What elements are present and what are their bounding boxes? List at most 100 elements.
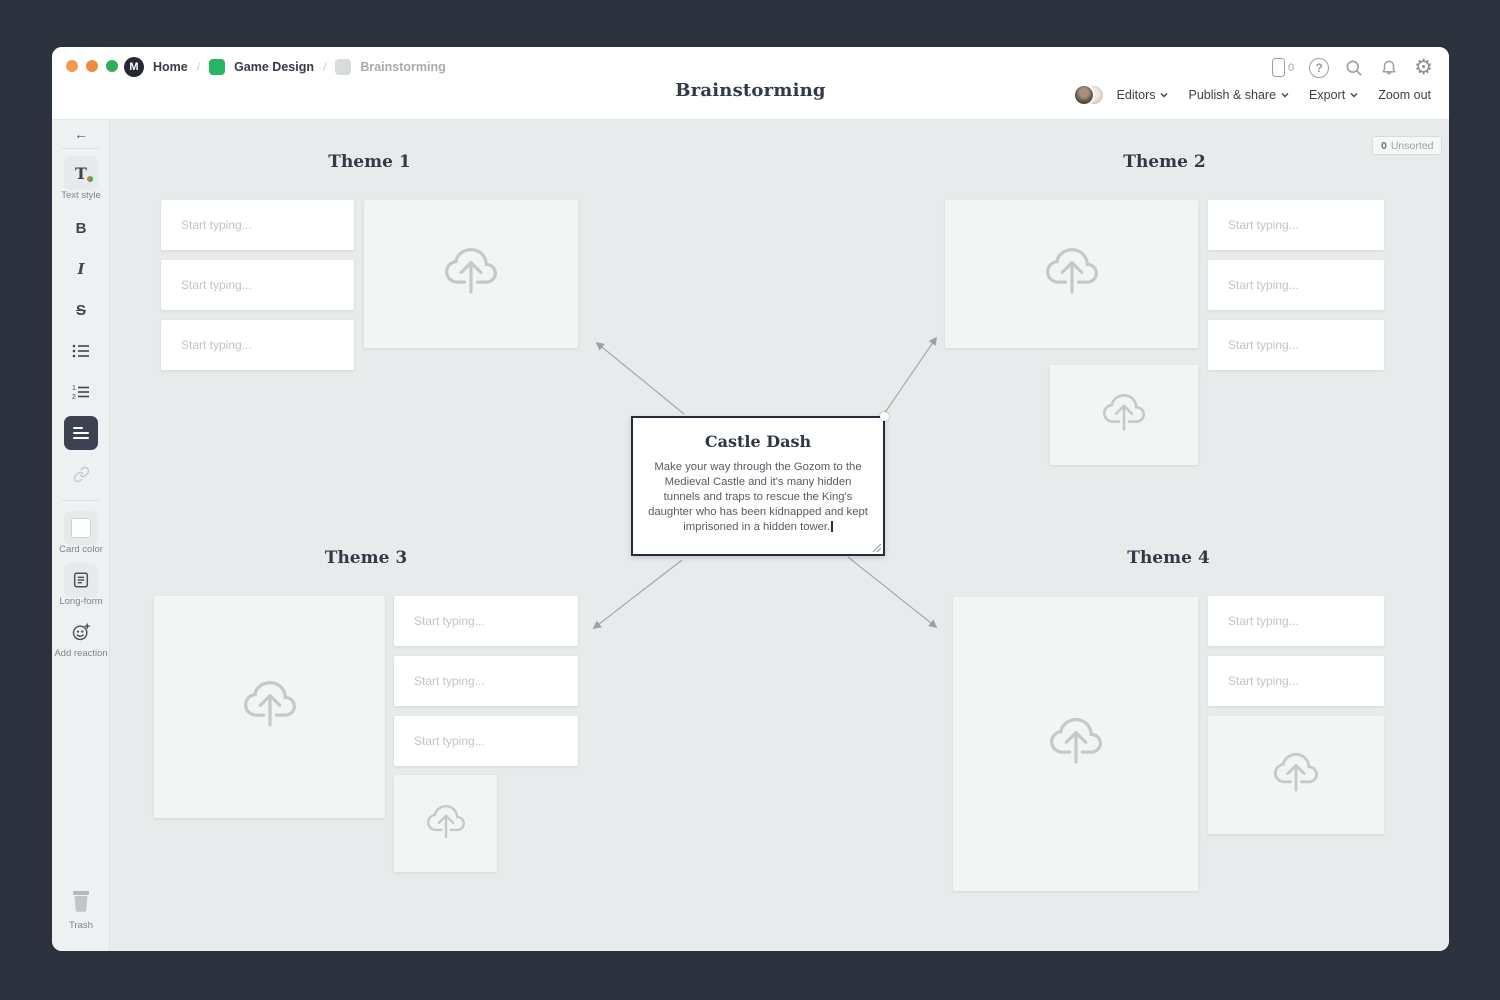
bullet-list-button[interactable] (52, 339, 110, 363)
note-placeholder: Start typing... (1228, 614, 1299, 628)
settings-gear-icon[interactable]: ⚙ (1414, 57, 1433, 78)
cloud-upload-icon (241, 681, 299, 733)
bold-icon: B (75, 219, 87, 237)
publish-share-dropdown[interactable]: Publish & share (1188, 88, 1289, 102)
board-icon-brainstorming[interactable] (335, 59, 352, 75)
breadcrumb-game-design[interactable]: Game Design (234, 60, 314, 74)
notifications-bell-icon[interactable] (1379, 58, 1399, 78)
note-card[interactable]: Start typing... (394, 716, 578, 766)
center-card-title: Castle Dash (704, 432, 812, 451)
italic-button[interactable]: I (52, 257, 110, 281)
note-card-button-active[interactable] (52, 416, 110, 450)
top-right-icons: 0 ? ⚙ (1272, 57, 1433, 78)
note-card[interactable]: Start typing... (1208, 656, 1384, 706)
document-icon (73, 572, 89, 588)
text-caret (831, 521, 833, 532)
link-icon (73, 466, 89, 482)
image-upload-card[interactable] (1050, 365, 1198, 465)
phone-icon (1272, 58, 1286, 77)
long-form-button[interactable] (52, 563, 110, 597)
note-placeholder: Start typing... (181, 338, 252, 352)
breadcrumb-home[interactable]: Home (153, 60, 188, 74)
link-button-disabled[interactable] (52, 462, 110, 486)
note-card[interactable]: Start typing... (1208, 596, 1384, 646)
chevron-down-icon (1160, 91, 1168, 99)
export-label: Export (1309, 88, 1346, 102)
svg-text:2: 2 (72, 394, 76, 400)
mobile-device-icon[interactable]: 0 (1272, 58, 1294, 77)
image-upload-card[interactable] (154, 596, 385, 818)
card-color-button[interactable] (52, 511, 110, 545)
window-controls[interactable] (66, 60, 118, 72)
back-arrow-icon: ← (74, 126, 88, 142)
center-card-body[interactable]: Make your way through the Gozom to the M… (645, 460, 871, 535)
center-card-text: Make your way through the Gozom to the M… (648, 461, 868, 533)
note-card[interactable]: Start typing... (1208, 200, 1384, 250)
divider (62, 500, 100, 501)
unsorted-count: 0 (1381, 139, 1387, 152)
theme-4-heading[interactable]: Theme 4 (1127, 548, 1210, 568)
image-upload-card[interactable] (953, 597, 1198, 891)
card-color-label: Card color (59, 544, 103, 555)
note-placeholder: Start typing... (1228, 338, 1299, 352)
theme-2-heading[interactable]: Theme 2 (1123, 152, 1206, 172)
text-style-label: Text style (61, 190, 101, 201)
editor-avatars[interactable] (1072, 84, 1105, 106)
close-window-button[interactable] (66, 60, 78, 72)
bold-button[interactable]: B (52, 216, 110, 240)
note-card[interactable]: Start typing... (394, 656, 578, 706)
breadcrumb-separator: / (196, 60, 201, 74)
search-icon[interactable] (1344, 58, 1364, 78)
selection-handle[interactable] (880, 412, 889, 421)
chevron-down-icon (1281, 91, 1289, 99)
board-canvas[interactable]: 0 Unsorted Theme 1 Start typing... Start… (110, 120, 1449, 951)
trash-button[interactable] (52, 888, 110, 914)
unsorted-label: Unsorted (1390, 139, 1434, 152)
export-dropdown[interactable]: Export (1309, 88, 1358, 102)
theme-1-heading[interactable]: Theme 1 (328, 152, 411, 172)
add-reaction-button[interactable] (52, 615, 110, 649)
note-card[interactable]: Start typing... (161, 320, 354, 370)
divider (62, 148, 100, 149)
color-swatch (71, 518, 91, 538)
image-upload-card[interactable] (945, 200, 1198, 348)
unsorted-badge[interactable]: 0 Unsorted (1372, 136, 1443, 155)
svg-text:1: 1 (72, 385, 76, 392)
cloud-upload-icon (1101, 394, 1147, 436)
note-card[interactable]: Start typing... (1208, 320, 1384, 370)
maximize-window-button[interactable] (106, 60, 118, 72)
zoom-out-button[interactable]: Zoom out (1378, 88, 1431, 102)
image-upload-card[interactable] (394, 775, 497, 872)
image-upload-card[interactable] (1208, 716, 1384, 834)
center-note-card-selected[interactable]: Castle Dash Make your way through the Go… (631, 412, 889, 556)
board-icon-game-design[interactable] (209, 59, 226, 75)
strikethrough-icon: S (75, 301, 86, 319)
editors-dropdown[interactable]: Editors (1117, 88, 1169, 102)
format-sidebar: ← T Text style B I S (52, 120, 110, 951)
breadcrumb: M Home / Game Design / Brainstorming (124, 55, 446, 79)
note-card[interactable]: Start typing... (394, 596, 578, 646)
note-placeholder: Start typing... (414, 614, 485, 628)
text-style-button[interactable]: T (52, 156, 110, 190)
image-upload-card[interactable] (364, 200, 578, 348)
resize-handle[interactable] (871, 542, 881, 552)
theme-3-heading[interactable]: Theme 3 (324, 548, 408, 568)
bullet-list-icon (72, 344, 89, 358)
strikethrough-button[interactable]: S (52, 298, 110, 322)
app-logo-icon[interactable]: M (124, 57, 144, 77)
help-icon[interactable]: ? (1309, 57, 1330, 78)
minimize-window-button[interactable] (86, 60, 98, 72)
note-card[interactable]: Start typing... (161, 260, 354, 310)
note-placeholder: Start typing... (181, 218, 252, 232)
breadcrumb-separator: / (322, 60, 327, 74)
cloud-upload-icon (442, 248, 500, 300)
gear-glyph: ⚙ (1414, 56, 1433, 79)
collapse-sidebar-button[interactable]: ← (52, 122, 110, 146)
note-card[interactable]: Start typing... (1208, 260, 1384, 310)
cloud-upload-icon (425, 805, 467, 843)
breadcrumb-brainstorming[interactable]: Brainstorming (360, 60, 446, 74)
numbered-list-button[interactable]: 1 2 (52, 380, 110, 404)
note-card[interactable]: Start typing... (161, 200, 354, 250)
mobile-count: 0 (1288, 61, 1295, 74)
note-placeholder: Start typing... (1228, 674, 1299, 688)
